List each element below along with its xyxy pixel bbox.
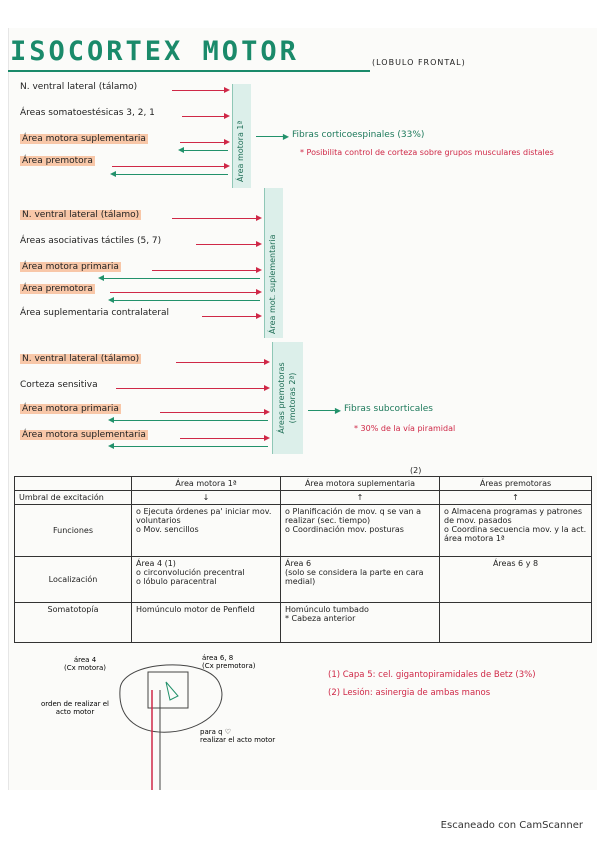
- page-title: ISOCORTEX MOTOR: [10, 36, 299, 67]
- arrow-in: [180, 434, 270, 441]
- s2-input-2: Áreas asociativas táctiles (5, 7): [20, 236, 162, 246]
- label-box: [232, 84, 251, 188]
- table-header-cell: [14, 476, 132, 491]
- table-cell: Área 6 (solo se considera la parte en ca…: [280, 556, 440, 603]
- arrow-in: [180, 138, 230, 145]
- s1-input-4: Área premotora: [20, 156, 95, 166]
- row-label: Umbral de excitación: [14, 490, 132, 505]
- table-cell: [439, 602, 592, 643]
- footnote-2: (2) Lesión: asinergia de ambas manos: [328, 688, 491, 698]
- table-row: Somatotopía Homúnculo motor de Penfield …: [14, 602, 592, 643]
- row-label: Localización: [14, 556, 132, 603]
- brain-diagram: [119, 664, 223, 790]
- label-box: [264, 188, 283, 338]
- s3-input-4: Área motora suplementaria: [20, 430, 148, 440]
- table-header-cell: Área motora 1ª: [131, 476, 281, 491]
- arrow-in: [160, 408, 270, 415]
- table-header-cell: Área motora suplementaria: [280, 476, 440, 491]
- table-cell: ↑: [280, 490, 440, 505]
- table-cell: o Ejecuta órdenes pa' iniciar mov. volun…: [131, 504, 281, 557]
- s1-output-note: * Posibilita control de corteza sobre gr…: [300, 148, 554, 157]
- table-row: Umbral de excitación ↓ ↑ ↑: [14, 490, 592, 505]
- s1-input-1: N. ventral lateral (tálamo): [20, 82, 138, 92]
- arrow-out: [108, 442, 268, 449]
- header-superscript: (2): [410, 466, 422, 475]
- s3-input-1: N. ventral lateral (tálamo): [20, 354, 142, 364]
- diagram-label-area68: área 6, 8 (Cx premotora): [202, 654, 256, 670]
- s2-input-4: Área premotora: [20, 284, 95, 294]
- s1-output: Fibras corticoespinales (33%): [292, 130, 425, 140]
- title-underline: [8, 70, 370, 72]
- table-header-row: Área motora 1ª Área motora suplementaria…: [14, 476, 592, 491]
- diagram-label-stop: para q ♡ realizar el acto motor: [200, 728, 276, 744]
- table-cell: Área 4 (1) o circonvolución precentral o…: [131, 556, 281, 603]
- arrow-out: [178, 146, 228, 153]
- cortex-box: [147, 671, 189, 709]
- s2-input-5: Área suplementaria contralateral: [20, 308, 170, 318]
- arrow-in: [110, 288, 262, 295]
- s3-input-2: Corteza sensitiva: [20, 380, 98, 390]
- comparison-table: Área motora 1ª Área motora suplementaria…: [14, 476, 592, 643]
- table-cell: o Almacena programas y patrones de mov. …: [439, 504, 592, 557]
- arrow-in: [172, 214, 262, 221]
- arrow-in: [152, 266, 262, 273]
- page-subtitle: (LOBULO FRONTAL): [372, 58, 466, 67]
- arrow-output: ▶: [308, 406, 341, 415]
- premotor-path: [165, 681, 179, 701]
- s2-input-3: Área motora primaria: [20, 262, 121, 272]
- brain-outline: [119, 664, 223, 733]
- table-cell: Áreas 6 y 8: [439, 556, 592, 603]
- s3-label: Áreas premotoras (motoras 2ª): [277, 362, 297, 434]
- footnote-1: (1) Capa 5: cel. gigantopiramidales de B…: [328, 670, 536, 680]
- s3-output: Fibras subcorticales: [344, 404, 433, 414]
- table-header-cell: Áreas premotoras: [439, 476, 592, 491]
- table-cell: Homúnculo tumbado * Cabeza anterior: [280, 602, 440, 643]
- arrow-in: [202, 312, 262, 319]
- arrow-in: [172, 86, 230, 93]
- s1-input-3: Área motora suplementaria: [20, 134, 148, 144]
- arrow-out: [110, 170, 228, 177]
- s3-input-3: Área motora primaria: [20, 404, 121, 414]
- s3-output-note: * 30% de la vía piramidal: [354, 424, 456, 433]
- s2-label: Área mot. suplementaria: [268, 234, 277, 334]
- table-cell: o Planificación de mov. q se van a reali…: [280, 504, 440, 557]
- arrow-output: ▶: [256, 132, 289, 141]
- s1-input-2: Áreas somatoestésicas 3, 2, 1: [20, 108, 155, 118]
- row-label: Funciones: [14, 504, 132, 557]
- label-box: [272, 342, 303, 454]
- s1-label: Área motora 1ª: [236, 120, 245, 182]
- arrow-in: [182, 112, 230, 119]
- arrow-in: [112, 162, 230, 169]
- arrow-out: [98, 274, 260, 281]
- table-row: Funciones o Ejecuta órdenes pa' iniciar …: [14, 504, 592, 557]
- s2-input-1: N. ventral lateral (tálamo): [20, 210, 142, 220]
- diagram-label-area4: área 4 (Cx motora): [64, 656, 107, 672]
- arrow-out: [108, 416, 268, 423]
- diagram-label-order: orden de realizar el acto motor: [41, 700, 109, 716]
- arrow-in: [196, 240, 262, 247]
- scanner-footer: Escaneado con CamScanner: [440, 820, 583, 831]
- table-cell: ↑: [439, 490, 592, 505]
- table-row: Localización Área 4 (1) o circonvolución…: [14, 556, 592, 603]
- arrow-out: [108, 296, 260, 303]
- arrow-in: [176, 358, 270, 365]
- table-cell: ↓: [131, 490, 281, 505]
- table-cell: Homúnculo motor de Penfield: [131, 602, 281, 643]
- row-label: Somatotopía: [14, 602, 132, 643]
- arrow-in: [116, 384, 270, 391]
